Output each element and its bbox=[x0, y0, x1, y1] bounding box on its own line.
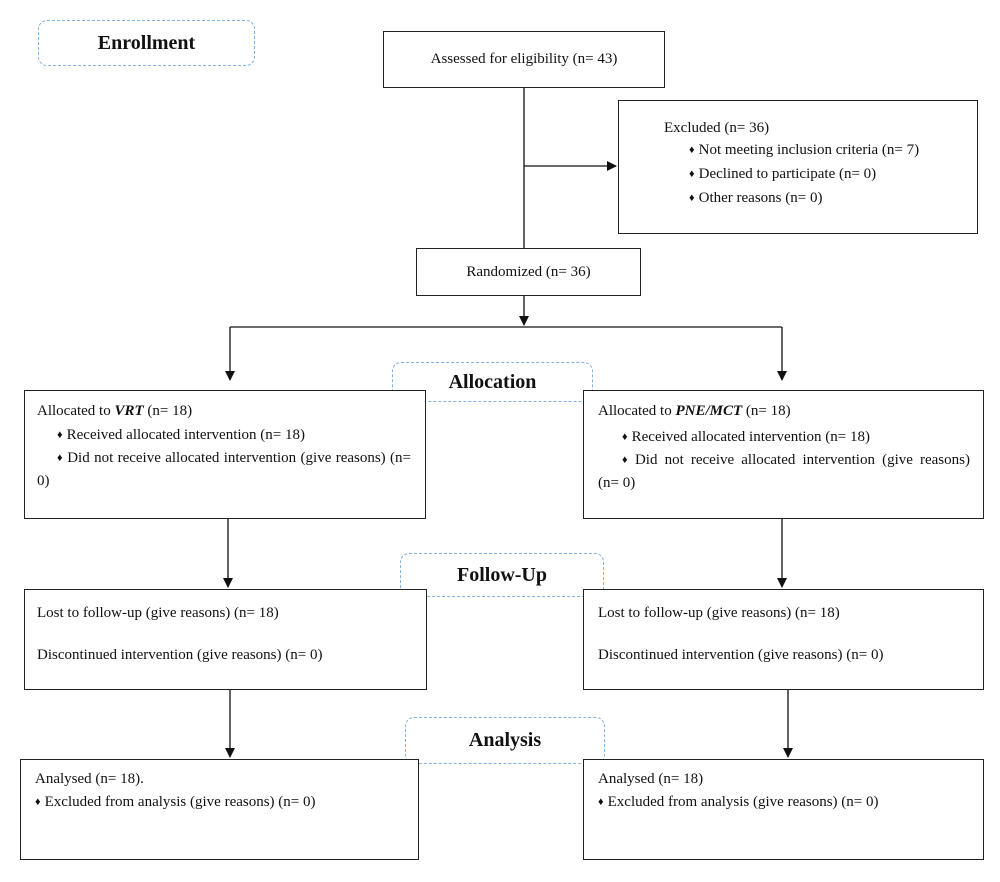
bullet-diamond-icon: ♦ bbox=[622, 431, 628, 443]
bullet-diamond-icon: ♦ bbox=[598, 796, 604, 808]
bullet-diamond-icon: ♦ bbox=[57, 452, 64, 464]
left-analysis-box: Analysed (n= 18). ♦Excluded from analysi… bbox=[20, 759, 419, 860]
stage-allocation: Allocation bbox=[392, 362, 593, 402]
stage-follow-up: Follow-Up bbox=[400, 553, 604, 597]
left-discontinued: Discontinued intervention (give reasons)… bbox=[37, 647, 323, 663]
right-lost: Lost to follow-up (give reasons) (n= 18) bbox=[598, 605, 840, 621]
right-discontinued: Discontinued intervention (give reasons)… bbox=[598, 647, 884, 663]
excluded-title: Excluded (n= 36) bbox=[664, 120, 770, 136]
assessed-box: Assessed for eligibility (n= 43) bbox=[383, 31, 665, 88]
stage-analysis: Analysis bbox=[405, 717, 605, 764]
bullet-diamond-icon: ♦ bbox=[622, 454, 631, 466]
right-analysis-box: Analysed (n= 18) ♦Excluded from analysis… bbox=[583, 759, 984, 860]
right-received: ♦Received allocated intervention (n= 18) bbox=[622, 429, 870, 445]
right-allocated-label: Allocated to PNE/MCT (n= 18) bbox=[598, 403, 791, 419]
bullet-diamond-icon: ♦ bbox=[689, 192, 695, 204]
left-received: ♦Received allocated intervention (n= 18) bbox=[57, 427, 305, 443]
left-allocated-label: Allocated to VRT (n= 18) bbox=[37, 403, 193, 419]
bullet-diamond-icon: ♦ bbox=[35, 796, 41, 808]
left-analysed: Analysed (n= 18). bbox=[35, 771, 144, 787]
left-not-received: ♦Did not receive allocated intervention … bbox=[37, 450, 411, 489]
right-excluded-analysis: ♦Excluded from analysis (give reasons) (… bbox=[598, 794, 879, 810]
right-analysed: Analysed (n= 18) bbox=[598, 771, 704, 787]
excluded-item: ♦Other reasons (n= 0) bbox=[689, 190, 823, 206]
right-not-received: ♦Did not receive allocated intervention … bbox=[598, 452, 970, 491]
left-lost: Lost to follow-up (give reasons) (n= 18) bbox=[37, 605, 279, 621]
stage-enrollment: Enrollment bbox=[38, 20, 255, 66]
excluded-item: ♦Not meeting inclusion criteria (n= 7) bbox=[689, 142, 920, 158]
randomized-label: Randomized (n= 36) bbox=[466, 263, 591, 280]
right-followup-box: Lost to follow-up (give reasons) (n= 18)… bbox=[583, 589, 984, 690]
bullet-diamond-icon: ♦ bbox=[689, 168, 695, 180]
left-allocation-box: Allocated to VRT (n= 18) ♦Received alloc… bbox=[24, 390, 426, 519]
bullet-diamond-icon: ♦ bbox=[689, 144, 695, 156]
left-followup-box: Lost to follow-up (give reasons) (n= 18)… bbox=[24, 589, 427, 690]
bullet-diamond-icon: ♦ bbox=[57, 429, 63, 441]
assessed-label: Assessed for eligibility (n= 43) bbox=[430, 51, 618, 67]
right-allocation-box: Allocated to PNE/MCT (n= 18) ♦Received a… bbox=[583, 390, 984, 519]
left-excluded-analysis: ♦Excluded from analysis (give reasons) (… bbox=[35, 794, 316, 810]
excluded-box: Excluded (n= 36) ♦Not meeting inclusion … bbox=[618, 100, 978, 234]
excluded-item: ♦Declined to participate (n= 0) bbox=[689, 166, 877, 182]
randomized-box: Randomized (n= 36) bbox=[416, 248, 641, 296]
